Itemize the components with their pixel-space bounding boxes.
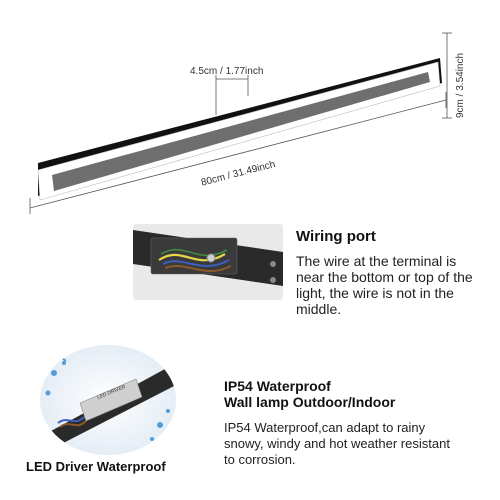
wire-blue [162, 259, 230, 268]
wire-green [160, 248, 228, 257]
waterproof-title-line1: IP54 Waterproof [224, 378, 331, 394]
rail-screw [270, 277, 276, 283]
lamp-dimension-diagram [29, 32, 452, 214]
led-driver-photo: LED DRIVER [40, 345, 176, 455]
wire-yellow [158, 253, 226, 262]
wiring-title: Wiring port [296, 228, 376, 245]
driver-wire-blue [57, 416, 85, 424]
driver-wire-brown [59, 420, 87, 428]
wiring-port-photo [133, 224, 283, 300]
lamp-panel [52, 72, 430, 191]
depth-label: 4.5cm / 1.77inch [190, 66, 264, 77]
waterproof-title-line2: Wall lamp Outdoor/Indoor [224, 394, 396, 410]
rail-screw [270, 261, 276, 267]
length-dimension-marker [29, 92, 447, 214]
driver-caption: LED Driver Waterproof [26, 459, 166, 474]
depth-dimension-marker [215, 75, 249, 115]
height-label: 9cm / 3.54inch [455, 52, 466, 118]
lamp-body [37, 58, 442, 201]
wire-brown [164, 265, 232, 272]
height-dimension-marker [442, 32, 452, 119]
driver-box [79, 378, 143, 422]
terminal-screw [206, 253, 216, 263]
wiring-description: The wire at the terminal is near the bot… [296, 253, 473, 317]
waterproof-description: IP54 Waterproof,can adapt to rainy snowy… [224, 420, 450, 467]
